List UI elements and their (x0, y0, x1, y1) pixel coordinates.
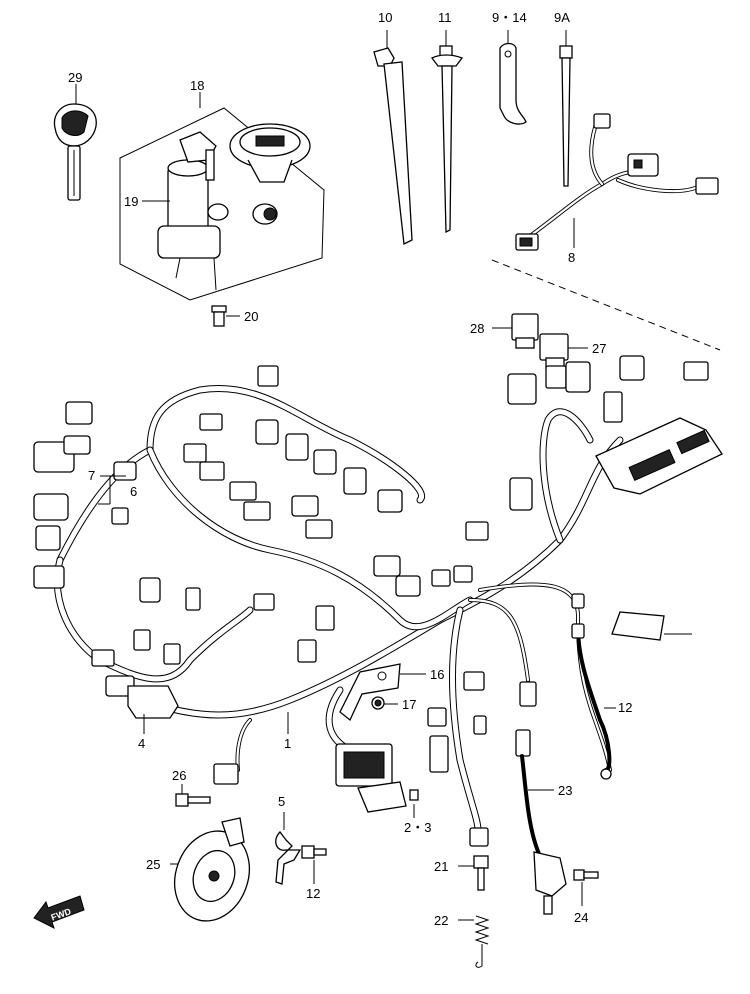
callout-6: 6 (130, 484, 137, 499)
main-wiring-harness (33, 355, 723, 834)
bolt-23 (573, 869, 599, 906)
callout-12-visible: 12 (306, 886, 320, 901)
callout-9-14: 9・14 (492, 10, 527, 25)
callout-26: 27 (592, 341, 606, 356)
callout-16: 17 (402, 697, 416, 712)
ignition-key (53, 84, 97, 201)
callout-24: 25 (146, 857, 160, 872)
clamp-9-14 (499, 30, 527, 125)
callout-19: 20 (244, 309, 258, 324)
cable-tie-9a (559, 30, 573, 187)
relay-26 (539, 333, 588, 369)
callout-5: 5 (278, 794, 285, 809)
label-29 (611, 611, 692, 641)
cable-tie-11 (431, 30, 464, 234)
callout-22: 23 (558, 783, 572, 798)
horn-24 (170, 817, 250, 922)
callout-7: 7 (88, 468, 95, 483)
section-divider-line (491, 259, 721, 351)
callout-20: 21 (434, 859, 448, 874)
relay-27 (492, 313, 539, 349)
bracket-15 (339, 663, 426, 722)
callout-4: 4 (138, 736, 145, 751)
bracket-5 (275, 812, 302, 885)
callout-10: 10 (378, 10, 392, 25)
bolt-25 (175, 784, 211, 807)
callout-1: 1 (284, 736, 291, 751)
callout-18: 19 (124, 194, 138, 209)
bolt-19 (211, 305, 240, 327)
cable-tie-10 (373, 30, 413, 245)
callout-9a: 9A (554, 10, 570, 25)
switch-20 (458, 827, 489, 891)
callout-13: 12 (618, 700, 632, 715)
sub-harness-8 (515, 113, 719, 251)
fuse-box (335, 743, 419, 818)
ignition-switch-set (119, 92, 325, 301)
callout-28: 29 (68, 70, 82, 85)
callout-17: 18 (190, 78, 204, 93)
grommet-16 (371, 696, 398, 710)
callout-2-3: 2・3 (404, 820, 431, 835)
sensor-22 (520, 754, 567, 915)
callout-23: 24 (574, 910, 588, 925)
callout-8: 8 (568, 250, 575, 265)
bolt-12 (301, 845, 327, 884)
fwd-arrow: FWD (33, 895, 85, 929)
callout-11: 11 (438, 10, 452, 25)
callout-21: 22 (434, 913, 448, 928)
spring-21 (458, 915, 490, 968)
callout-25: 26 (172, 768, 186, 783)
callout-15: 16 (430, 667, 444, 682)
callout-27: 28 (470, 321, 484, 336)
